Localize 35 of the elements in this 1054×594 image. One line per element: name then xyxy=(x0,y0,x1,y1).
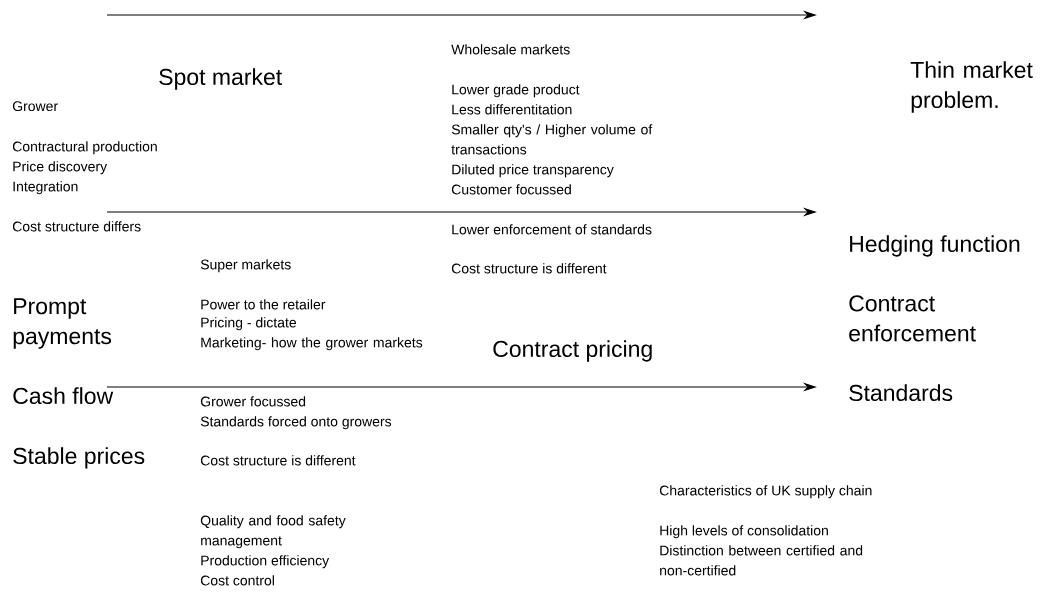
label-text: Hedging function xyxy=(850,235,1020,257)
label-text: Spot market xyxy=(159,68,282,90)
label-text: Thin market problem. xyxy=(910,61,1033,113)
label-text: Standards forced onto growers xyxy=(200,416,392,430)
label-text: Contract pricing xyxy=(493,340,652,362)
label-text: Characteristics of UK supply chain xyxy=(659,485,872,499)
label-text: Cost structure is different xyxy=(200,455,356,466)
label-text: Cost structure is different xyxy=(451,263,607,274)
label-text: Less differentitation xyxy=(452,104,572,115)
label-text: High levels of consolidation xyxy=(660,525,828,539)
label-text: Marketing- how the grower markets xyxy=(201,337,423,351)
label-text: Cost control xyxy=(200,575,274,586)
label-text: Production efficiency xyxy=(201,555,330,569)
label-text: Stable prices xyxy=(13,447,145,469)
label-text: Power to the retailer xyxy=(201,299,326,310)
label-text: Standards xyxy=(849,384,953,402)
label-text: Wholesale markets xyxy=(451,44,570,55)
label-text: Smaller qty's / Higher volume of transactions xyxy=(451,124,653,155)
label-text: Price discovery xyxy=(13,161,108,175)
label-text: Contractural production xyxy=(12,141,157,155)
label-text: Customer focussed xyxy=(451,184,571,195)
label-text: Pricing - dictate xyxy=(201,317,297,331)
label-text: Cash flow xyxy=(13,387,114,405)
label-text: Diluted price transparency xyxy=(452,164,614,178)
label-text: Prompt payments xyxy=(13,298,112,349)
label-text: Contract enforcement xyxy=(849,295,976,342)
label-text: Integration xyxy=(13,181,78,195)
label-text: Grower xyxy=(12,101,58,112)
label-text: Cost structure differs xyxy=(12,221,141,232)
label-text: Grower focussed xyxy=(200,396,306,407)
label-text: Lower enforcement of standards xyxy=(452,224,652,235)
label-text: Lower grade product xyxy=(452,84,580,98)
label-text: Super markets xyxy=(200,259,291,273)
label-text: Distinction between certified and non-certified xyxy=(660,545,863,576)
label-text: Quality and food safety management xyxy=(200,515,346,549)
